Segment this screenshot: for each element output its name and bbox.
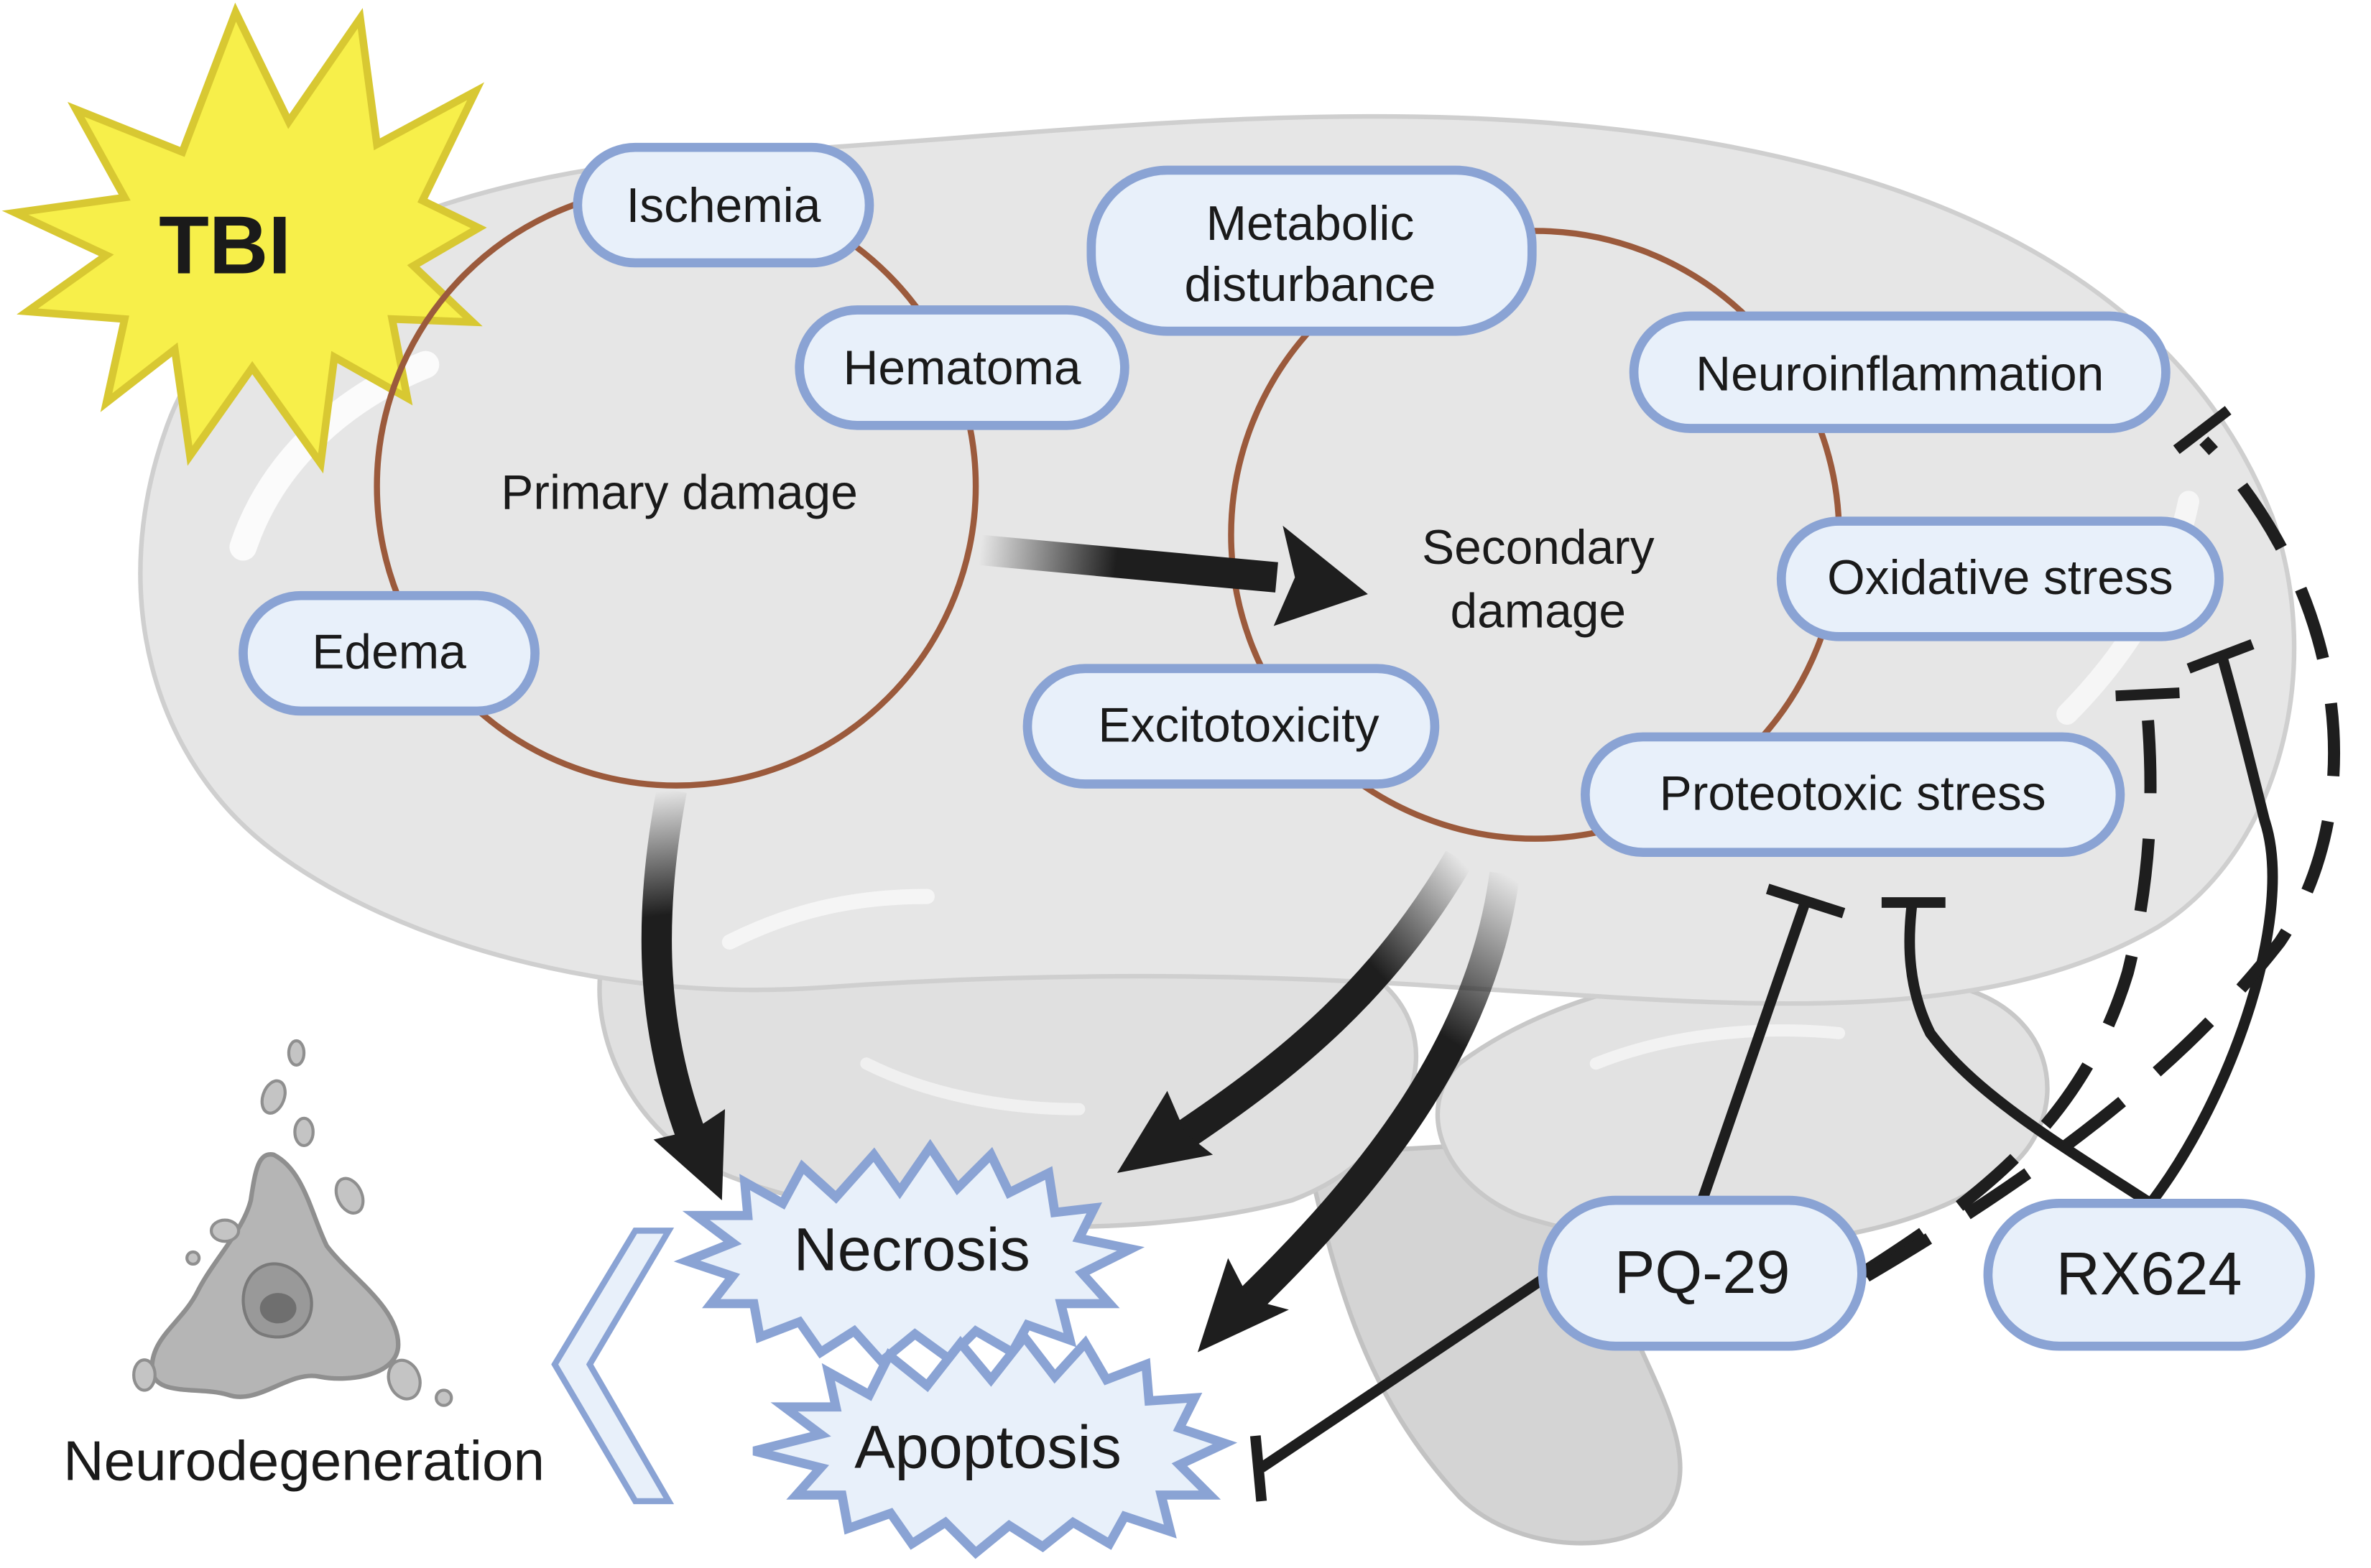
necrosis-label: Necrosis [794, 1215, 1030, 1283]
primary-damage-label: Primary damage [501, 466, 858, 520]
inhibit-pq29-proteotoxic [1697, 899, 1811, 1202]
arrow-primary-to-secondary [979, 534, 1278, 593]
rx624-label: RX624 [2056, 1239, 2242, 1307]
metabolic-label-line1: Metabolic [1206, 197, 1415, 251]
inhibit-bar-pq29-neuroinflammation [2173, 406, 2232, 455]
hematoma-label: Hematoma [844, 341, 1081, 395]
compound-rx624: RX624 [1983, 1198, 2315, 1351]
apoptosis-burst [752, 1330, 1238, 1559]
starburst-shape [1, 2, 487, 474]
proteotoxic-label: Proteotoxic stress [1660, 766, 2046, 820]
oxidative-pill [1776, 516, 2224, 641]
inhibit-pq29-apoptosis [1258, 1274, 1546, 1472]
proteotoxic-pill [1581, 732, 2125, 858]
inhibition-lines [1249, 406, 2340, 1502]
outcome-apoptosis: Apoptosis [752, 1330, 1238, 1559]
debris-2 [260, 1079, 287, 1115]
neurodegeneration-cell-icon [132, 1039, 453, 1407]
debris-6 [185, 1250, 201, 1266]
damage-arrows [641, 525, 1520, 1353]
excitotoxicity-pill [1022, 664, 1440, 789]
neuroinflammation-label: Neuroinflammation [1696, 348, 2104, 402]
ischemia-pill [573, 142, 874, 268]
neuroinflammation-pill [1629, 311, 2171, 433]
arrowhead-secondary-to-apoptosis [1197, 1258, 1289, 1353]
secondary-factor-excitotoxicity: Excitotoxicity [1022, 664, 1440, 789]
tbi-starburst: TBI [1, 2, 487, 474]
arrowhead-primary-to-secondary [1273, 525, 1368, 626]
secondary-damage-label-line1: Secondary [1422, 521, 1655, 575]
bracket-chevron-icon [551, 1228, 675, 1505]
hematoma-pill [795, 305, 1129, 430]
brain-highlight-5 [860, 1057, 1086, 1115]
primary-factor-edema: Edema [239, 590, 540, 716]
ischemia-label: Ischemia [626, 179, 821, 233]
brain-highlight-3 [721, 889, 935, 950]
secondary-factor-neuroinflammation: Neuroinflammation [1629, 311, 2171, 433]
outcome-necrosis: Necrosis [673, 1138, 1145, 1368]
debris-7 [132, 1358, 157, 1392]
arrowhead-secondary-to-necrosis [1117, 1090, 1214, 1174]
inhibit-pq29-oxidative [1858, 698, 2157, 1279]
oxidative-label: Oxidative stress [1827, 551, 2173, 605]
secondary-factor-proteotoxic: Proteotoxic stress [1581, 732, 2125, 858]
pq29-label: PQ-29 [1614, 1238, 1790, 1306]
inhibit-bar-pq29-proteotoxic [1765, 883, 1846, 919]
debris-3 [293, 1116, 315, 1148]
secondary-damage-region: Secondary damage [1228, 228, 1842, 842]
debris-5 [209, 1218, 241, 1243]
arrow-secondary-to-apoptosis [1235, 871, 1520, 1315]
metabolic-label-line2: disturbance [1184, 258, 1436, 312]
apoptosis-label: Apoptosis [854, 1412, 1122, 1480]
inhibit-pq29-neuroinflammation [1863, 436, 2340, 1282]
arrowhead-primary-to-necrosis [653, 1109, 726, 1201]
debris-4 [334, 1177, 365, 1215]
secondary-factor-metabolic: Metabolic disturbance [1086, 165, 1537, 336]
debris-1 [287, 1039, 306, 1067]
inhibit-rx624-oxidative [2146, 654, 2278, 1207]
necrosis-burst [673, 1138, 1145, 1368]
rx624-pill [1983, 1198, 2315, 1351]
inhibit-rx624-proteotoxic [1904, 903, 2154, 1208]
tbi-title: TBI [159, 200, 291, 292]
primary-factor-hematoma: Hematoma [795, 305, 1129, 430]
arrow-secondary-to-necrosis [1169, 850, 1472, 1153]
edema-label: Edema [312, 626, 466, 679]
secondary-factor-oxidative: Oxidative stress [1776, 516, 2224, 641]
metabolic-pill [1086, 165, 1537, 336]
inhibit-bar-pq29-oxidative [2115, 687, 2180, 702]
primary-factor-ischemia: Ischemia [573, 142, 874, 268]
compound-pq29: PQ-29 [1538, 1195, 1867, 1351]
excitotoxicity-label: Excitotoxicity [1098, 698, 1379, 752]
inhibit-bar-pq29-apoptosis [1249, 1435, 1267, 1502]
secondary-damage-label-line2: damage [1450, 585, 1626, 639]
debris-9 [435, 1388, 453, 1407]
inhibit-bar-rx624-oxidative [2186, 639, 2255, 674]
pq29-pill [1538, 1195, 1867, 1351]
neurodegeneration-label: Neurodegeneration [63, 1429, 545, 1492]
debris-8 [387, 1358, 422, 1401]
arrow-primary-to-necrosis [641, 787, 706, 1142]
edema-pill [239, 590, 540, 716]
dying-cell-nucleus [259, 1293, 297, 1324]
brain-highlight-4 [1589, 1024, 1846, 1070]
